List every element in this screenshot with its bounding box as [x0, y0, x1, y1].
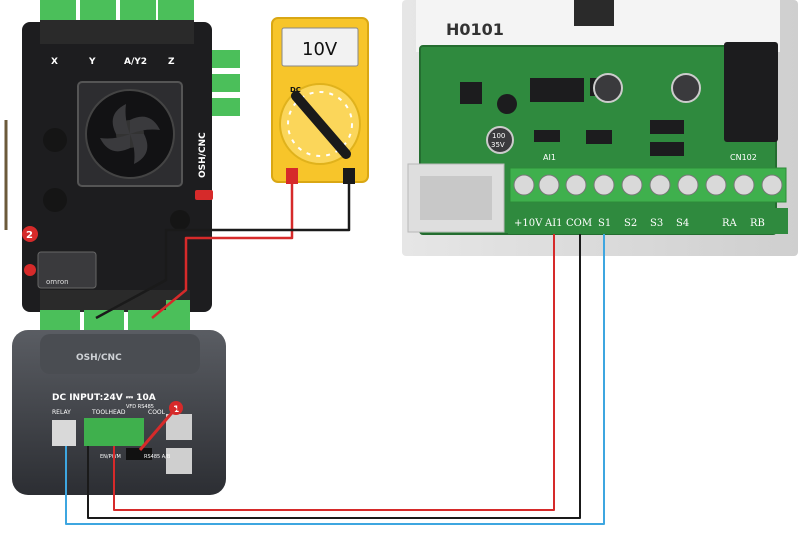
capacitor-voltage: 35V — [491, 141, 505, 149]
jumper[interactable] — [534, 130, 560, 142]
terminal-label-rb: RB — [750, 218, 765, 229]
relay-label: RELAY — [52, 409, 71, 416]
dc-input-label: DC INPUT:24V ⎓ 10A — [52, 393, 156, 403]
dial-ticks — [287, 91, 353, 157]
header-label-x: X — [51, 57, 58, 67]
box-lid — [40, 334, 200, 374]
bottom-header — [128, 310, 168, 332]
capacitor — [593, 73, 623, 103]
terminal-label-s4: S4 — [676, 218, 689, 229]
side-header — [212, 98, 240, 116]
mount-hole — [43, 128, 67, 152]
relay-block — [724, 42, 778, 142]
terminal-label-com: COM — [566, 218, 592, 229]
aux-terminal — [166, 448, 192, 474]
vfd-title: H0101 — [446, 20, 504, 39]
bottom-header-base — [40, 290, 190, 312]
side-header — [212, 74, 240, 92]
multimeter-screen — [281, 27, 359, 67]
enable-label: EN/PWM — [100, 454, 121, 460]
vfd-unit: H0101 CN102 100 35V AI1 — [402, 0, 798, 256]
badge-2-label: 2 — [26, 230, 33, 241]
capacitor — [671, 73, 701, 103]
dial-knob[interactable] — [291, 91, 351, 159]
terminal-label-s2: S2 — [624, 218, 637, 229]
header-base — [40, 20, 194, 44]
terminal-label-s3: S3 — [650, 218, 663, 229]
rs485-label: RS485 A/B — [144, 454, 171, 460]
toolhead-label: TOOLHEAD — [91, 409, 126, 416]
wire-black-meter — [95, 184, 351, 320]
wires — [65, 184, 605, 525]
control-box: OSH/CNC DC INPUT:24V ⎓ 10A RELAY TOOLHEA… — [12, 330, 226, 495]
header-block-z — [158, 0, 194, 20]
cool-terminal — [166, 414, 192, 440]
top-terminal-headers — [40, 0, 194, 44]
probe-jack-red — [286, 168, 298, 184]
header-block-y — [80, 0, 116, 20]
terminal-label-s1: S1 — [598, 218, 611, 229]
dial-mode-label: DC — [290, 86, 301, 94]
box-brand: OSH/CNC — [76, 353, 122, 363]
resistor — [650, 120, 684, 134]
header-label-y: Y — [88, 57, 96, 67]
relay-label: CN102 — [730, 153, 757, 162]
side-header — [212, 50, 240, 68]
terminal-label-plus10v: +10V — [514, 218, 543, 229]
board-brand: OSH/CNC — [198, 132, 208, 178]
terminal-label-strip — [508, 208, 788, 234]
terminal-screws — [513, 174, 783, 196]
jumper-label: AI1 — [543, 153, 556, 162]
reset-button-icon — [24, 264, 36, 276]
rs485-terminal — [124, 418, 144, 446]
header-label-a: A/Y2 — [124, 57, 147, 67]
capacitor-label: 100 — [492, 132, 505, 140]
ic-chip — [530, 78, 584, 102]
bottom-header — [84, 310, 124, 332]
resistor — [650, 142, 684, 156]
vfd-rs485-label: VFD RS485 — [126, 404, 154, 410]
relay-terminal — [52, 420, 76, 446]
cool-label: COOL — [148, 409, 166, 416]
header-block-x — [40, 0, 76, 20]
omron-module — [37, 251, 97, 289]
board-indicator — [195, 190, 213, 200]
probe-jack-black — [343, 168, 355, 184]
terminal-label-ai1: AI1 — [544, 218, 563, 229]
ic-chip — [586, 130, 612, 144]
inductor — [497, 94, 517, 114]
bottom-header — [40, 310, 80, 332]
mode-switch[interactable] — [126, 448, 152, 460]
wire-black-com — [87, 234, 581, 519]
ethernet-socket — [420, 176, 492, 220]
capacitor — [486, 126, 514, 154]
multimeter: 10V DC — [271, 17, 369, 184]
mount-hole — [43, 188, 67, 212]
header-block-a — [120, 0, 156, 20]
mount-hole — [170, 210, 190, 230]
terminal-label-ra: RA — [722, 218, 738, 229]
wire-blue-s1 — [65, 234, 605, 525]
bottom-header — [166, 300, 190, 332]
wire-red-ai1 — [113, 234, 555, 511]
header-label-z: Z — [168, 57, 175, 67]
wire-red-meter — [151, 184, 294, 319]
controller-board: X Y A/Y2 Z OSH/CNC o — [4, 0, 240, 332]
pointer-arrow — [138, 407, 178, 451]
vfd-top-connector — [574, 0, 614, 26]
badge-2-icon — [22, 226, 38, 242]
multimeter-display: 10V — [302, 39, 338, 60]
omron-label: omron — [46, 278, 69, 286]
ic-chip — [460, 82, 482, 104]
fan-icon — [77, 81, 183, 187]
